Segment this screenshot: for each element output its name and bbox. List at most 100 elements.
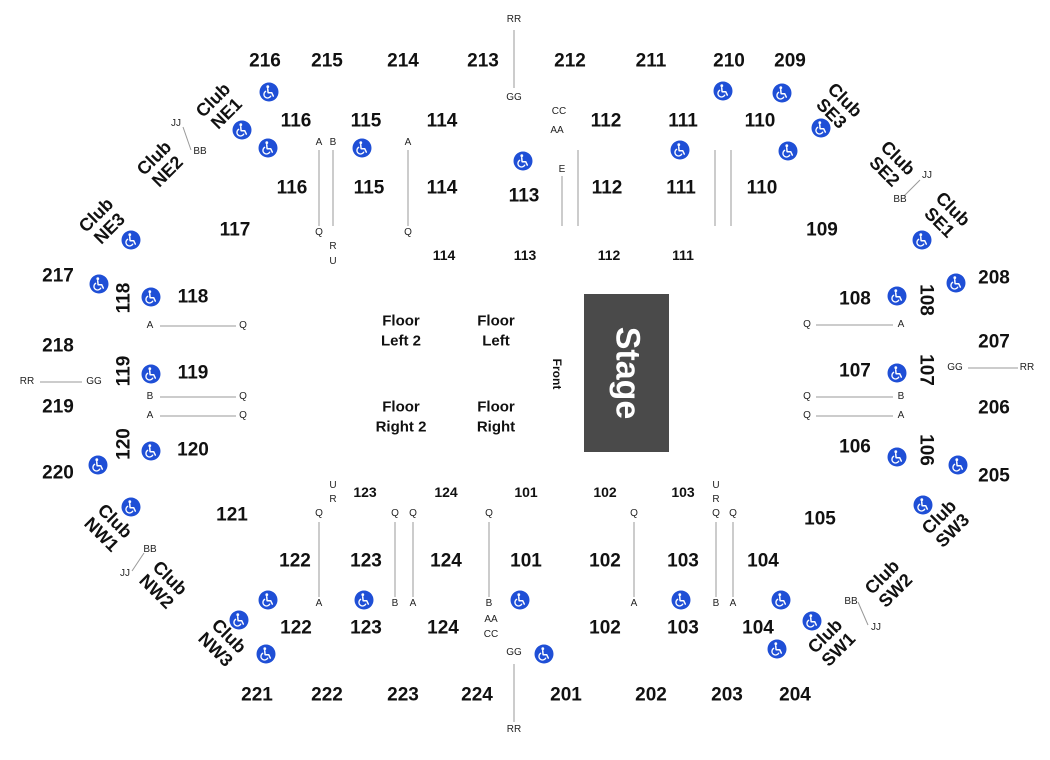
section-label[interactable]: 115 <box>353 177 385 199</box>
floor-section[interactable]: Floor Right 2 <box>375 398 427 436</box>
row-label: Q <box>803 391 811 402</box>
section-label[interactable]: 123 <box>350 550 382 572</box>
section-label[interactable]: 103 <box>667 617 699 639</box>
section-label[interactable]: 220 <box>42 462 74 484</box>
row-label: BB <box>844 596 858 607</box>
section-label[interactable]: 110 <box>746 177 778 199</box>
section-label[interactable]: 206 <box>978 397 1010 419</box>
section-label[interactable]: 203 <box>711 684 743 706</box>
section-label[interactable]: 217 <box>42 265 74 287</box>
section-label[interactable]: 119 <box>113 355 135 387</box>
section-label[interactable]: 102 <box>589 617 621 639</box>
section-label[interactable]: 111 <box>672 247 694 263</box>
row-label: A <box>729 598 737 609</box>
section-label[interactable]: 117 <box>219 219 251 241</box>
floor-section[interactable]: Floor Left 2 <box>380 312 422 350</box>
wheelchair-icon <box>671 590 691 610</box>
row-label: Q <box>239 391 247 402</box>
section-label[interactable]: 108 <box>915 284 937 316</box>
wheelchair-icon <box>258 590 278 610</box>
section-label[interactable]: 112 <box>591 177 623 199</box>
row-label: A <box>897 319 905 330</box>
section-label[interactable]: 201 <box>550 684 582 706</box>
section-label[interactable]: 103 <box>671 484 695 500</box>
section-label[interactable]: 121 <box>216 504 248 526</box>
section-label[interactable]: 104 <box>742 617 774 639</box>
section-label[interactable]: 104 <box>747 550 779 572</box>
row-label: JJ <box>922 170 932 181</box>
section-label[interactable]: 101 <box>510 550 542 572</box>
section-label[interactable]: 123 <box>350 617 382 639</box>
section-label[interactable]: 102 <box>593 484 617 500</box>
aisle-line <box>903 179 921 197</box>
section-label[interactable]: 101 <box>514 484 538 500</box>
section-label[interactable]: 114 <box>426 110 458 132</box>
section-label[interactable]: 211 <box>635 50 667 72</box>
section-label[interactable]: 223 <box>387 684 419 706</box>
section-label[interactable]: 204 <box>779 684 811 706</box>
section-label[interactable]: 213 <box>467 50 499 72</box>
section-label[interactable]: 124 <box>430 550 462 572</box>
section-label[interactable]: 122 <box>279 550 311 572</box>
section-label[interactable]: 123 <box>353 484 377 500</box>
section-label[interactable]: 124 <box>427 617 459 639</box>
section-label[interactable]: 210 <box>713 50 745 72</box>
section-label[interactable]: 215 <box>311 50 343 72</box>
section-label[interactable]: 116 <box>280 110 312 132</box>
section-label[interactable]: 219 <box>42 396 74 418</box>
section-label[interactable]: 224 <box>461 684 493 706</box>
section-label[interactable]: 218 <box>42 335 74 357</box>
section-label[interactable]: 109 <box>806 219 838 241</box>
section-label[interactable]: 221 <box>241 684 273 706</box>
section-label[interactable]: 102 <box>589 550 621 572</box>
section-label[interactable]: 208 <box>978 267 1010 289</box>
row-label: R <box>329 241 337 252</box>
section-label[interactable]: 120 <box>113 428 135 460</box>
section-label[interactable]: 214 <box>387 50 419 72</box>
wheelchair-icon <box>887 447 907 467</box>
section-label[interactable]: 115 <box>350 110 382 132</box>
section-label[interactable]: 113 <box>513 247 537 263</box>
section-label[interactable]: 118 <box>113 282 135 314</box>
section-label[interactable]: 118 <box>177 286 209 308</box>
section-label[interactable]: 112 <box>590 110 622 132</box>
section-label[interactable]: 111 <box>668 110 698 132</box>
section-label[interactable]: 114 <box>432 247 456 263</box>
section-label[interactable]: 120 <box>177 439 209 461</box>
floor-section[interactable]: Floor Left <box>477 312 515 350</box>
section-label[interactable]: 116 <box>276 177 308 199</box>
section-label[interactable]: 207 <box>978 331 1010 353</box>
section-label[interactable]: 106 <box>915 434 937 466</box>
section-label[interactable]: 212 <box>554 50 586 72</box>
wheelchair-icon <box>948 455 968 475</box>
row-label: A <box>146 410 154 421</box>
section-label[interactable]: 124 <box>434 484 458 500</box>
stage: Stage <box>584 294 669 452</box>
row-label: Q <box>485 508 493 519</box>
row-label: BB <box>143 544 157 555</box>
section-label[interactable]: 105 <box>804 508 836 530</box>
section-label[interactable]: 114 <box>426 177 458 199</box>
row-label: RR <box>1019 362 1035 373</box>
row-label: U <box>329 480 337 491</box>
section-label[interactable]: 103 <box>667 550 699 572</box>
section-label[interactable]: 209 <box>774 50 806 72</box>
section-label[interactable]: 113 <box>508 185 540 207</box>
section-label[interactable]: 111 <box>666 177 696 199</box>
floor-section[interactable]: Floor Right <box>476 398 516 436</box>
row-label: GG <box>506 92 522 103</box>
wheelchair-icon <box>121 497 141 517</box>
section-label[interactable]: 106 <box>839 436 871 458</box>
stage-front-label: Front <box>550 358 564 390</box>
section-label[interactable]: 107 <box>839 360 871 382</box>
section-label[interactable]: 110 <box>744 110 776 132</box>
section-label[interactable]: 202 <box>635 684 667 706</box>
section-label[interactable]: 107 <box>915 354 937 386</box>
section-label[interactable]: 222 <box>311 684 343 706</box>
section-label[interactable]: 216 <box>249 50 281 72</box>
section-label[interactable]: 122 <box>280 617 312 639</box>
section-label[interactable]: 112 <box>597 247 621 263</box>
section-label[interactable]: 108 <box>839 288 871 310</box>
section-label[interactable]: 205 <box>978 465 1010 487</box>
section-label[interactable]: 119 <box>177 362 209 384</box>
